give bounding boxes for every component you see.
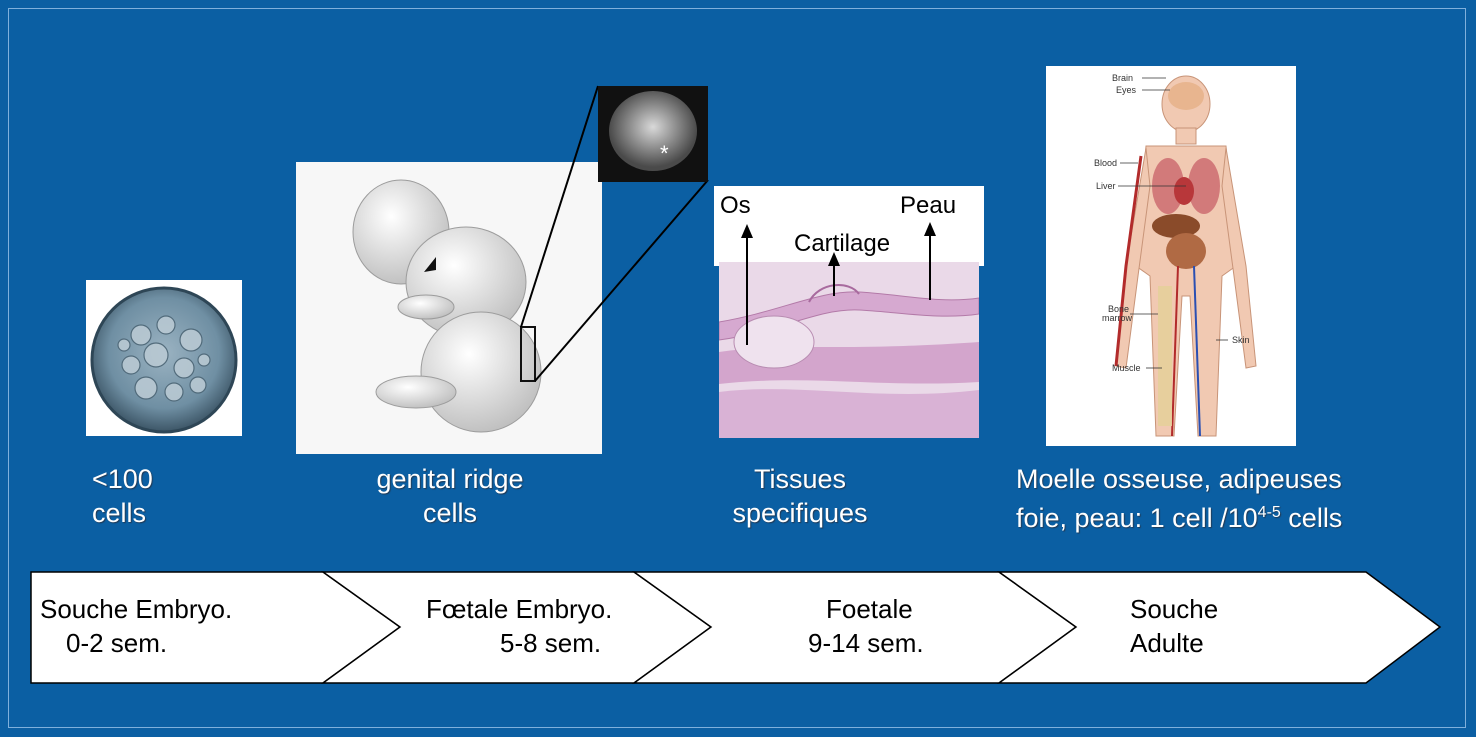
timeline-stage-4-line2: Adulte bbox=[1130, 626, 1218, 660]
timeline-stage-3-line2: 9-14 sem. bbox=[808, 626, 924, 660]
timeline-stage-2-line1: Fœtale Embryo. bbox=[426, 592, 612, 626]
timeline-stage-1-line2: 0-2 sem. bbox=[40, 626, 232, 660]
timeline-stage-1: Souche Embryo. 0-2 sem. bbox=[40, 592, 232, 660]
timeline-stage-3-line1: Foetale bbox=[808, 592, 924, 626]
timeline-stage-2-line2: 5-8 sem. bbox=[426, 626, 612, 660]
timeline-stage-3: Foetale 9-14 sem. bbox=[808, 592, 924, 660]
timeline-stage-1-line1: Souche Embryo. bbox=[40, 592, 232, 626]
timeline-stage-4: Souche Adulte bbox=[1130, 592, 1218, 660]
timeline-stage-2: Fœtale Embryo. 5-8 sem. bbox=[426, 592, 612, 660]
timeline-stage-4-line1: Souche bbox=[1130, 592, 1218, 626]
